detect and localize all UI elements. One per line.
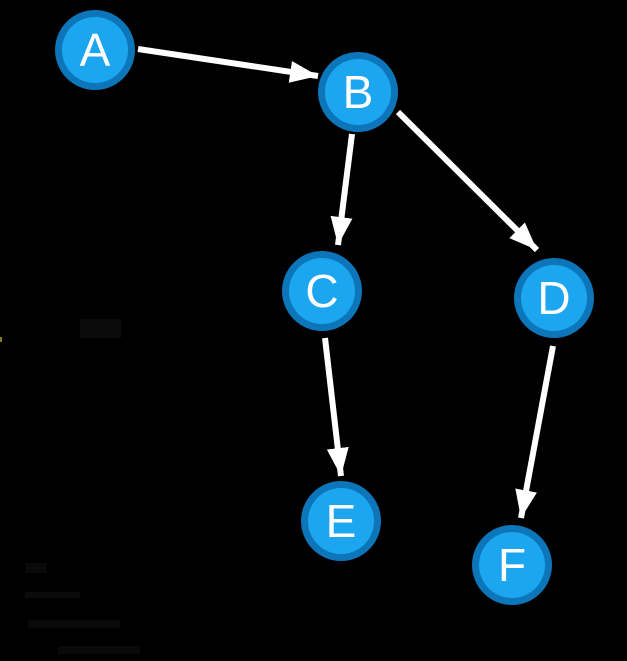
edge-C-to-E <box>322 337 349 477</box>
edge-B-to-D <box>395 109 540 253</box>
screen-artifact <box>28 620 120 628</box>
node-body <box>62 17 128 83</box>
graph-node-C[interactable]: C <box>282 251 362 331</box>
graph-node-E[interactable]: E <box>301 481 381 561</box>
screen-artifact <box>25 563 47 573</box>
graph-node-A[interactable]: A <box>55 10 135 90</box>
node-body <box>308 488 374 554</box>
graph-node-D[interactable]: D <box>514 258 594 338</box>
edge-A-to-B <box>137 46 319 83</box>
screen-artifact <box>80 319 121 338</box>
screen-artifact <box>25 592 80 598</box>
graph-node-F[interactable]: F <box>472 525 552 605</box>
node-body <box>325 59 391 125</box>
node-body <box>289 258 355 324</box>
node-body <box>479 532 545 598</box>
screen-artifact <box>58 646 140 654</box>
node-body <box>521 265 587 331</box>
graph-node-B[interactable]: B <box>318 52 398 132</box>
edge-D-to-F <box>515 345 556 519</box>
screen-artifact <box>0 337 2 342</box>
edge-B-to-C <box>330 133 355 246</box>
